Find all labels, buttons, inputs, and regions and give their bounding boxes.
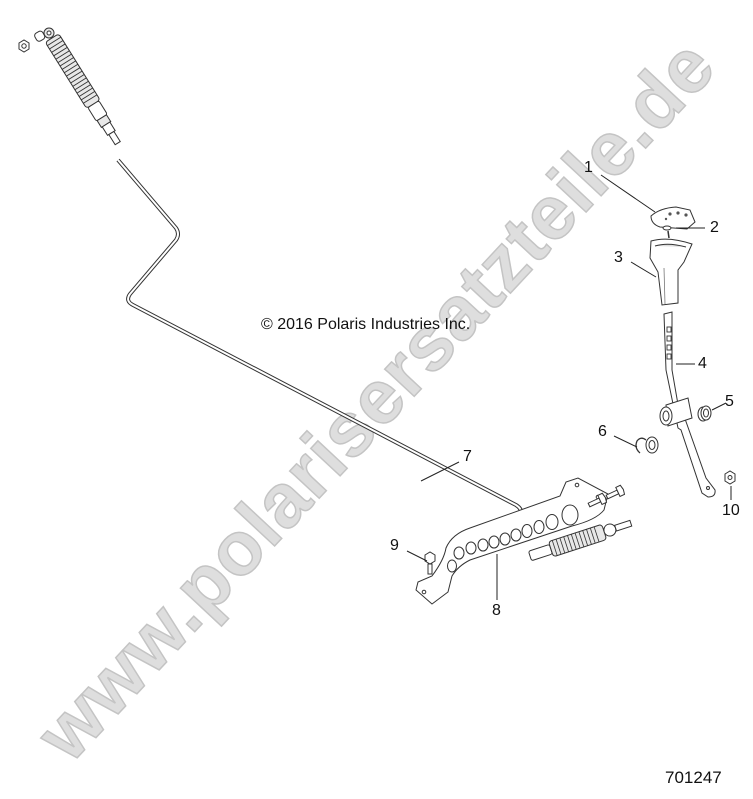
e-clip-icon — [635, 437, 647, 454]
callout-10: 10 — [722, 502, 740, 519]
callout-leader-lines — [406, 174, 732, 600]
nut-icon — [724, 470, 736, 485]
shift-lever-illustration — [659, 311, 716, 498]
callout-5: 5 — [725, 393, 734, 410]
screw-icon — [662, 225, 672, 239]
callout-4: 4 — [698, 355, 707, 372]
shift-knob-illustration — [649, 238, 693, 306]
bracket-bolt-lower-icon — [605, 484, 626, 500]
washer-icon — [645, 436, 659, 454]
shift-bracket-illustration — [415, 477, 633, 605]
cable-ball-joint-icon — [34, 27, 55, 42]
bracket-bolt-upper-icon — [587, 492, 608, 508]
bushing-icon — [697, 405, 712, 422]
copyright-notice: © 2016 Polaris Industries Inc. — [261, 316, 471, 333]
shift-cable-illustration — [18, 27, 524, 519]
callout-6: 6 — [598, 423, 607, 440]
callout-9: 9 — [390, 537, 399, 554]
callout-3: 3 — [614, 249, 623, 266]
cable-end-nut-icon — [18, 39, 30, 53]
cable-bellows-boot-icon — [45, 34, 121, 146]
shift-knob-cap-illustration — [650, 206, 696, 230]
diagram-id-number: 701247 — [665, 768, 722, 787]
callout-1: 1 — [584, 159, 593, 176]
bolt-icon — [424, 551, 436, 575]
callout-2: 2 — [710, 219, 719, 236]
callout-8: 8 — [492, 602, 501, 619]
callout-7: 7 — [463, 448, 472, 465]
